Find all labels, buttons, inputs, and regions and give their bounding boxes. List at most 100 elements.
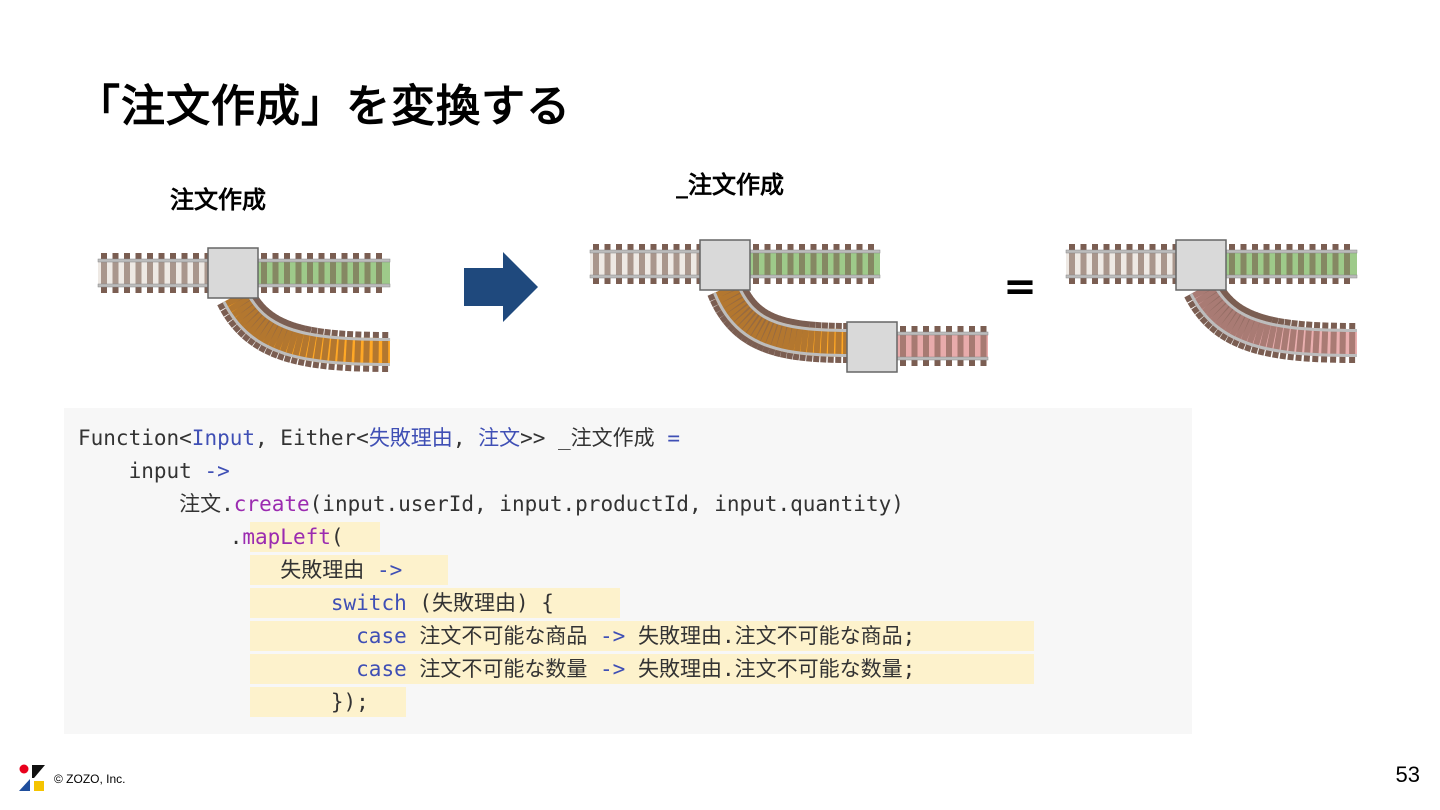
track-tie-shadow: [718, 290, 746, 310]
track-tie-shadow: [1252, 319, 1266, 349]
code-line: input ->: [78, 456, 230, 486]
track-tie-shadow: [735, 307, 759, 332]
code-token: ->: [600, 657, 626, 681]
code-token: =: [667, 426, 680, 450]
copyright-text: © ZOZO, Inc.: [54, 772, 126, 786]
track-tie-shadow: [250, 315, 272, 342]
failure-track: [707, 280, 851, 363]
track-tie-shadow: [245, 312, 269, 338]
rail: [736, 282, 851, 332]
track-tie-shadow: [1263, 250, 1270, 278]
track-tie-shadow: [673, 250, 680, 278]
railway-diagram: =: [97, 239, 1358, 373]
code-token: ->: [376, 558, 403, 582]
code-token: (: [330, 525, 344, 549]
track-tie-shadow: [278, 326, 294, 356]
track-tie-shadow: [1309, 250, 1316, 278]
track-tie-shadow: [810, 250, 817, 278]
track-tie-shadow: [739, 309, 762, 336]
track-tie-shadow: [158, 259, 165, 287]
switch-box: [207, 247, 259, 299]
code-highlight: [250, 687, 406, 717]
code-token: create: [233, 492, 310, 516]
track-tie-shadow: [313, 333, 324, 363]
code-block: Function<Input, Either<失敗理由, 注文>> _注文作成 …: [64, 408, 1192, 734]
rail: [589, 274, 703, 279]
rail: [257, 258, 391, 263]
track-tie-shadow: [1115, 250, 1121, 278]
rail: [1225, 274, 1358, 279]
track-tie-shadow: [1196, 289, 1223, 311]
track-tie-shadow: [1321, 328, 1329, 357]
equals-sign: =: [1003, 264, 1037, 310]
track-tie-shadow: [911, 332, 918, 360]
track-tie-shadow: [1349, 328, 1356, 357]
converted-failure-track: [896, 326, 989, 366]
track-tie-shadow: [1280, 324, 1291, 354]
track-tie-shadow: [241, 309, 265, 334]
code-token: (失敗理由) {: [406, 591, 554, 615]
code-token: case: [356, 624, 407, 648]
track-tie-shadow: [980, 332, 987, 360]
track-tie-shadow: [101, 259, 107, 287]
code-highlight: [250, 654, 1034, 684]
track-tie-shadow: [900, 332, 906, 360]
track-tie-shadow: [363, 337, 370, 366]
track-tie-shadow: [627, 250, 634, 278]
switch-box: [699, 239, 751, 291]
page-number: 53: [1395, 762, 1420, 787]
code-token: 注文不可能な商品: [406, 624, 601, 648]
track-tie-shadow: [827, 328, 835, 357]
success-track: [1225, 244, 1358, 284]
track-tie-shadow: [820, 328, 828, 357]
track-tie-shadow: [298, 331, 311, 361]
code-token: [78, 591, 331, 615]
rail: [896, 331, 989, 336]
code-token: .: [78, 525, 243, 549]
track-tie-shadow: [969, 332, 975, 360]
track-tie-shadow: [170, 259, 176, 287]
code-token: 失敗理由: [368, 426, 453, 450]
code-token: [78, 657, 356, 681]
slide-title: 「注文作成」を変換する: [76, 81, 571, 132]
code-token: case: [356, 657, 407, 681]
rail: [244, 289, 391, 341]
track-tie-shadow: [833, 250, 840, 278]
track-tie-shadow: [1234, 313, 1252, 342]
track-tie-shadow: [330, 259, 336, 287]
code-highlight: [250, 555, 448, 585]
code-highlight: [250, 621, 1034, 651]
track-tie-shadow: [1339, 328, 1346, 357]
code-token: input: [78, 459, 205, 483]
input-track: [97, 253, 211, 293]
track-tie-shadow: [225, 294, 253, 314]
left-function-label: 注文作成: [170, 186, 266, 214]
track-tie-shadow: [147, 259, 153, 287]
track-tie-shadow: [799, 250, 805, 278]
code-token: 失敗理由: [78, 558, 377, 582]
track-tie-shadow: [1149, 250, 1156, 278]
track-tie-shadow: [806, 327, 815, 356]
track-tie-shadow: [1103, 250, 1110, 278]
rail: [589, 249, 703, 254]
track-tie-shadow: [662, 250, 668, 278]
code-line: 失敗理由 ->: [78, 555, 402, 585]
track-tie-shadow: [292, 330, 305, 359]
track-tie-shadow: [1321, 250, 1327, 278]
track-tie-shadow: [1295, 326, 1305, 356]
switch-box: [1175, 239, 1227, 291]
track-tie-shadow: [744, 311, 765, 339]
track-tie-shadow: [1203, 297, 1229, 321]
track-tie-shadow: [337, 336, 345, 365]
track-tie-shadow: [272, 259, 279, 287]
track-tie-shadow: [822, 250, 828, 278]
track-tie-shadow: [341, 259, 348, 287]
track-tie-shadow: [1312, 327, 1320, 357]
track-tie-shadow: [1246, 317, 1261, 347]
input-track: [589, 244, 703, 284]
track-tie-shadow: [715, 286, 744, 305]
track-tie-shadow: [1304, 327, 1312, 356]
track-tie-shadow: [232, 302, 259, 325]
map-left-box: [846, 321, 898, 373]
track-tie-shadow: [753, 250, 759, 278]
